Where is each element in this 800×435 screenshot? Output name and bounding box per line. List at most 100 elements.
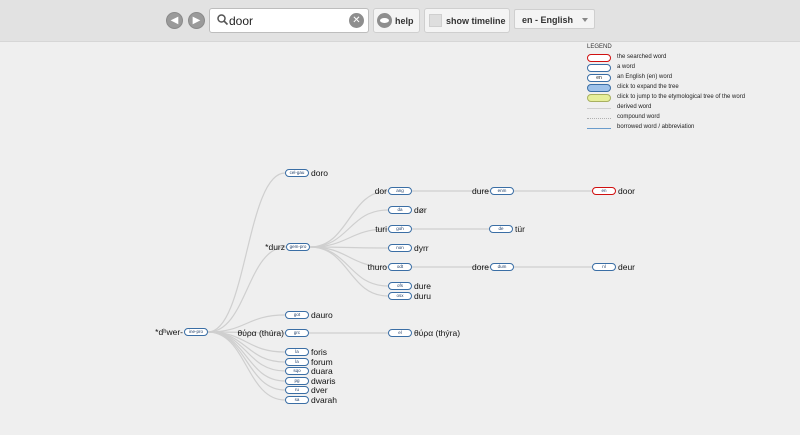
word-language-tag[interactable]: goh [388, 225, 412, 233]
word-language-tag[interactable]: la [285, 358, 309, 366]
word-language-tag[interactable]: de [489, 225, 513, 233]
chevron-down-icon [582, 18, 588, 22]
legend-swatch-searched [587, 54, 611, 62]
help-button[interactable]: help [373, 8, 420, 33]
legend-swatch-expand [587, 84, 611, 92]
word-language-tag[interactable]: grc [285, 329, 309, 337]
close-icon: ✕ [352, 15, 361, 26]
tree-word[interactable]: turi [375, 224, 387, 234]
tree-word[interactable]: tür [515, 224, 525, 234]
tree-word[interactable]: θύρα (thýra) [414, 328, 461, 338]
legend-label: derived word [617, 104, 652, 110]
legend-label: the searched word [617, 54, 667, 60]
tree-word[interactable]: dør [414, 205, 427, 215]
word-language-tag[interactable]: sa [285, 396, 309, 404]
tree-link [207, 246, 287, 333]
word-language-tag[interactable]: da [388, 206, 412, 214]
eye-icon [377, 13, 392, 28]
word-language-tag[interactable]: dum [490, 263, 514, 271]
word-language-tag[interactable]: cel-gau [285, 169, 309, 177]
show-timeline-toggle[interactable]: show timeline [424, 8, 510, 33]
legend-item-derived: derived word [587, 103, 797, 113]
legend-item-compound: compound word [587, 113, 797, 123]
tree-word[interactable]: deur [618, 262, 636, 272]
search-box[interactable]: ✕ [209, 8, 369, 33]
timeline-label: show timeline [446, 16, 506, 26]
tree-word[interactable]: dore [471, 262, 489, 272]
tree-word[interactable]: dwaris [311, 376, 336, 386]
tree-word[interactable]: dyrr [414, 243, 429, 253]
word-language-tag[interactable]: el [388, 329, 412, 337]
tree-word[interactable]: duru [414, 291, 432, 301]
word-language-tag[interactable]: osx [388, 292, 412, 300]
help-label: help [395, 16, 414, 26]
tree-word[interactable]: dure [471, 186, 489, 196]
word-language-tag[interactable]: ru [285, 386, 309, 394]
tree-link [309, 209, 389, 248]
tree-word[interactable]: forum [311, 357, 333, 367]
tree-word[interactable]: dure [414, 281, 432, 291]
legend-item-word: a word [587, 63, 797, 73]
tree-word[interactable]: foris [311, 347, 328, 357]
legend-title: LEGEND [587, 44, 612, 50]
tree-link [207, 172, 286, 333]
tree-link [309, 190, 389, 248]
legend-label: click to expand the tree [617, 84, 679, 90]
forward-button[interactable]: ▶ [188, 12, 205, 29]
word-language-tag[interactable]: got [285, 311, 309, 319]
word-language-tag[interactable]: pg [285, 377, 309, 385]
legend-item-expand: click to expand the tree [587, 83, 797, 93]
arrow-left-icon: ◀ [170, 15, 179, 26]
tree-link [207, 331, 286, 401]
word-language-tag[interactable]: gem-pro [286, 243, 310, 251]
legend-item-jump: click to jump to the etymological tree o… [587, 93, 797, 103]
legend: LEGEND the searched word a word en an En… [587, 44, 797, 134]
back-button[interactable]: ◀ [166, 12, 183, 29]
toolbar: ◀ ▶ ✕ help show timeline en - English [0, 0, 800, 42]
word-language-tag[interactable]: non [388, 244, 412, 252]
tree-word[interactable]: door [618, 186, 636, 196]
legend-line-borrowed [587, 128, 611, 129]
tree-word[interactable]: θύρα (thúra) [237, 328, 284, 338]
word-language-tag[interactable]: enm [490, 187, 514, 195]
word-language-tag[interactable]: en [592, 187, 616, 195]
word-language-tag[interactable]: nl [592, 263, 616, 271]
tree-link [207, 331, 286, 382]
word-language-tag[interactable]: odt [388, 263, 412, 271]
legend-label: click to jump to the etymological tree o… [617, 94, 746, 100]
tree-link [309, 246, 389, 297]
tree-word[interactable]: *dʰwer- [155, 327, 183, 337]
tree-word[interactable]: dor [374, 186, 387, 196]
tree-word[interactable]: duara [311, 366, 333, 376]
legend-swatch-word [587, 64, 611, 72]
word-language-tag[interactable]: ine-pro [184, 328, 208, 336]
tree-word[interactable]: *durz [265, 242, 285, 252]
legend-swatch-english: en [587, 74, 611, 82]
tree-word[interactable]: dver [311, 385, 328, 395]
legend-label: a word [617, 64, 636, 70]
word-language-tag[interactable]: ang [388, 187, 412, 195]
tree-word[interactable]: dauro [311, 310, 333, 320]
legend-item-english: en an English (en) word [587, 73, 797, 83]
legend-item-borrowed: borrowed word / abbreviation [587, 123, 797, 133]
arrow-right-icon: ▶ [192, 15, 201, 26]
search-input[interactable] [229, 12, 349, 30]
timeline-checkbox[interactable] [429, 14, 442, 27]
legend-item-searched: the searched word [587, 53, 797, 63]
clear-search-button[interactable]: ✕ [349, 13, 364, 28]
tree-word[interactable]: dvarah [311, 395, 337, 405]
tree-word[interactable]: doro [311, 168, 329, 178]
legend-line-derived [587, 108, 611, 109]
legend-label: an English (en) word [617, 74, 673, 80]
word-language-tag[interactable]: ofs [388, 282, 412, 290]
legend-line-compound [587, 118, 611, 119]
legend-swatch-jump [587, 94, 611, 102]
legend-label: borrowed word / abbreviation [617, 124, 695, 130]
word-language-tag[interactable]: sqo [285, 367, 309, 375]
language-select[interactable]: en - English [514, 9, 595, 29]
language-value: en - English [522, 15, 574, 25]
search-icon [217, 14, 229, 26]
tree-word[interactable]: thuro [367, 262, 387, 272]
word-language-tag[interactable]: la [285, 348, 309, 356]
